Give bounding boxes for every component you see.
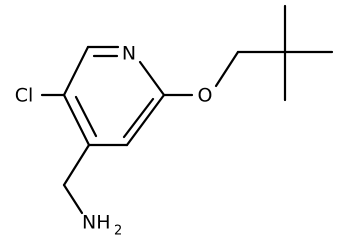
bond-c4-ch2 xyxy=(62,143,91,187)
bond-n1-c2 xyxy=(138,60,166,97)
atom-n-ring: N xyxy=(122,43,136,65)
bond-o-ch2 xyxy=(214,50,240,88)
bond-c4-c5 xyxy=(62,93,91,147)
bond-c4-c5-inner xyxy=(74,95,98,138)
bond-c2-c3-inner xyxy=(122,97,155,139)
atom-amine-n: NH xyxy=(82,212,111,234)
bond-c2-c3 xyxy=(125,93,166,147)
atom-o: O xyxy=(198,85,213,107)
atom-amine-subscript: 2 xyxy=(114,224,122,239)
bond-c5-c6 xyxy=(62,45,90,97)
atom-cl: Cl xyxy=(15,85,34,107)
bond-ch2-n xyxy=(62,183,84,215)
